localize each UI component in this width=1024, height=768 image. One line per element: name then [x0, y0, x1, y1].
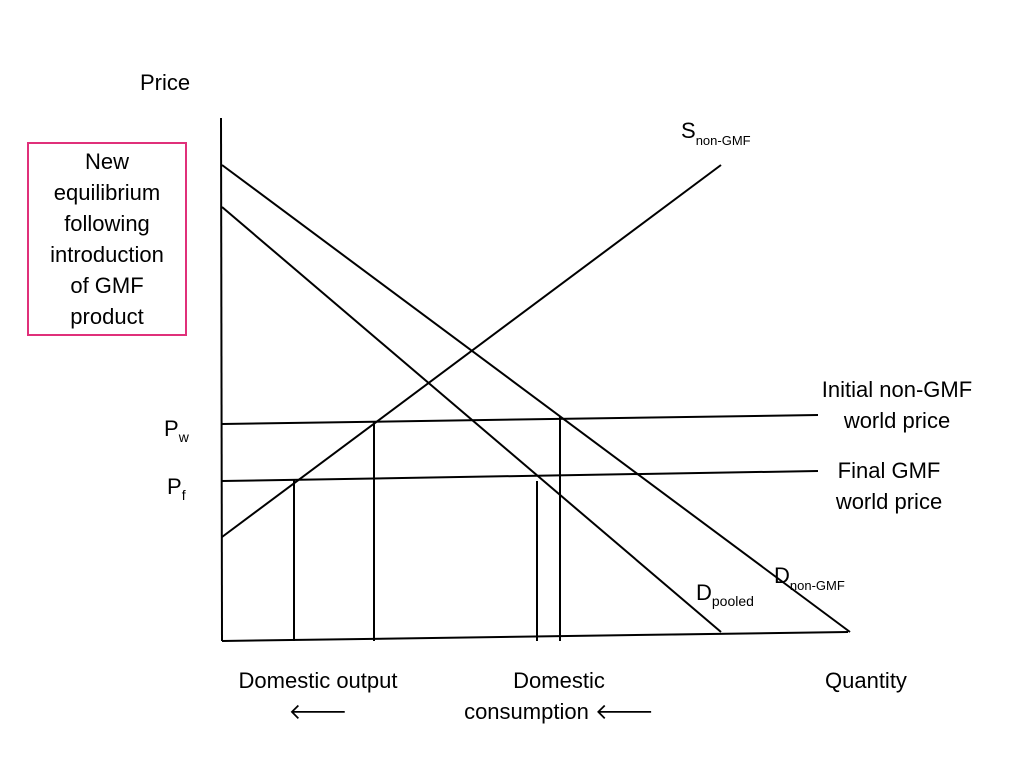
note-line: product [70, 304, 144, 329]
note-line: of GMF [70, 273, 144, 298]
initial-world-price-label: Initial non-GMF world price [821, 377, 973, 433]
domestic-consumption-label: Domestic consumption 🡐 [464, 668, 654, 724]
note-line: following [64, 211, 150, 236]
final-price-axis-label: Pf [167, 474, 186, 503]
x-axis-label: Quantity [825, 668, 907, 693]
world-price-line-initial [221, 414, 819, 425]
demand-pooled-label: Dpooled [696, 580, 754, 609]
left-arrow-icon: 🡐 [288, 699, 348, 724]
domestic-output-label: Domestic output 🡐 [218, 665, 418, 727]
demand-non-gmf-label: Dnon-GMF [774, 563, 845, 593]
supply-curve-label: Snon-GMF [681, 118, 751, 148]
new-equilibrium-note: New equilibrium following introduction o… [27, 142, 187, 336]
world-price-axis-label: Pw [164, 416, 189, 445]
x-axis [221, 631, 849, 642]
final-world-price-label: Final GMF world price [835, 458, 943, 514]
note-line: introduction [50, 242, 164, 267]
note-line: equilibrium [53, 180, 161, 205]
y-axis-label: Price [140, 70, 191, 95]
y-axis [220, 117, 223, 642]
world-price-line-final [221, 470, 819, 482]
demand-curve-non-gmf [221, 164, 851, 633]
note-line: New [84, 149, 129, 174]
